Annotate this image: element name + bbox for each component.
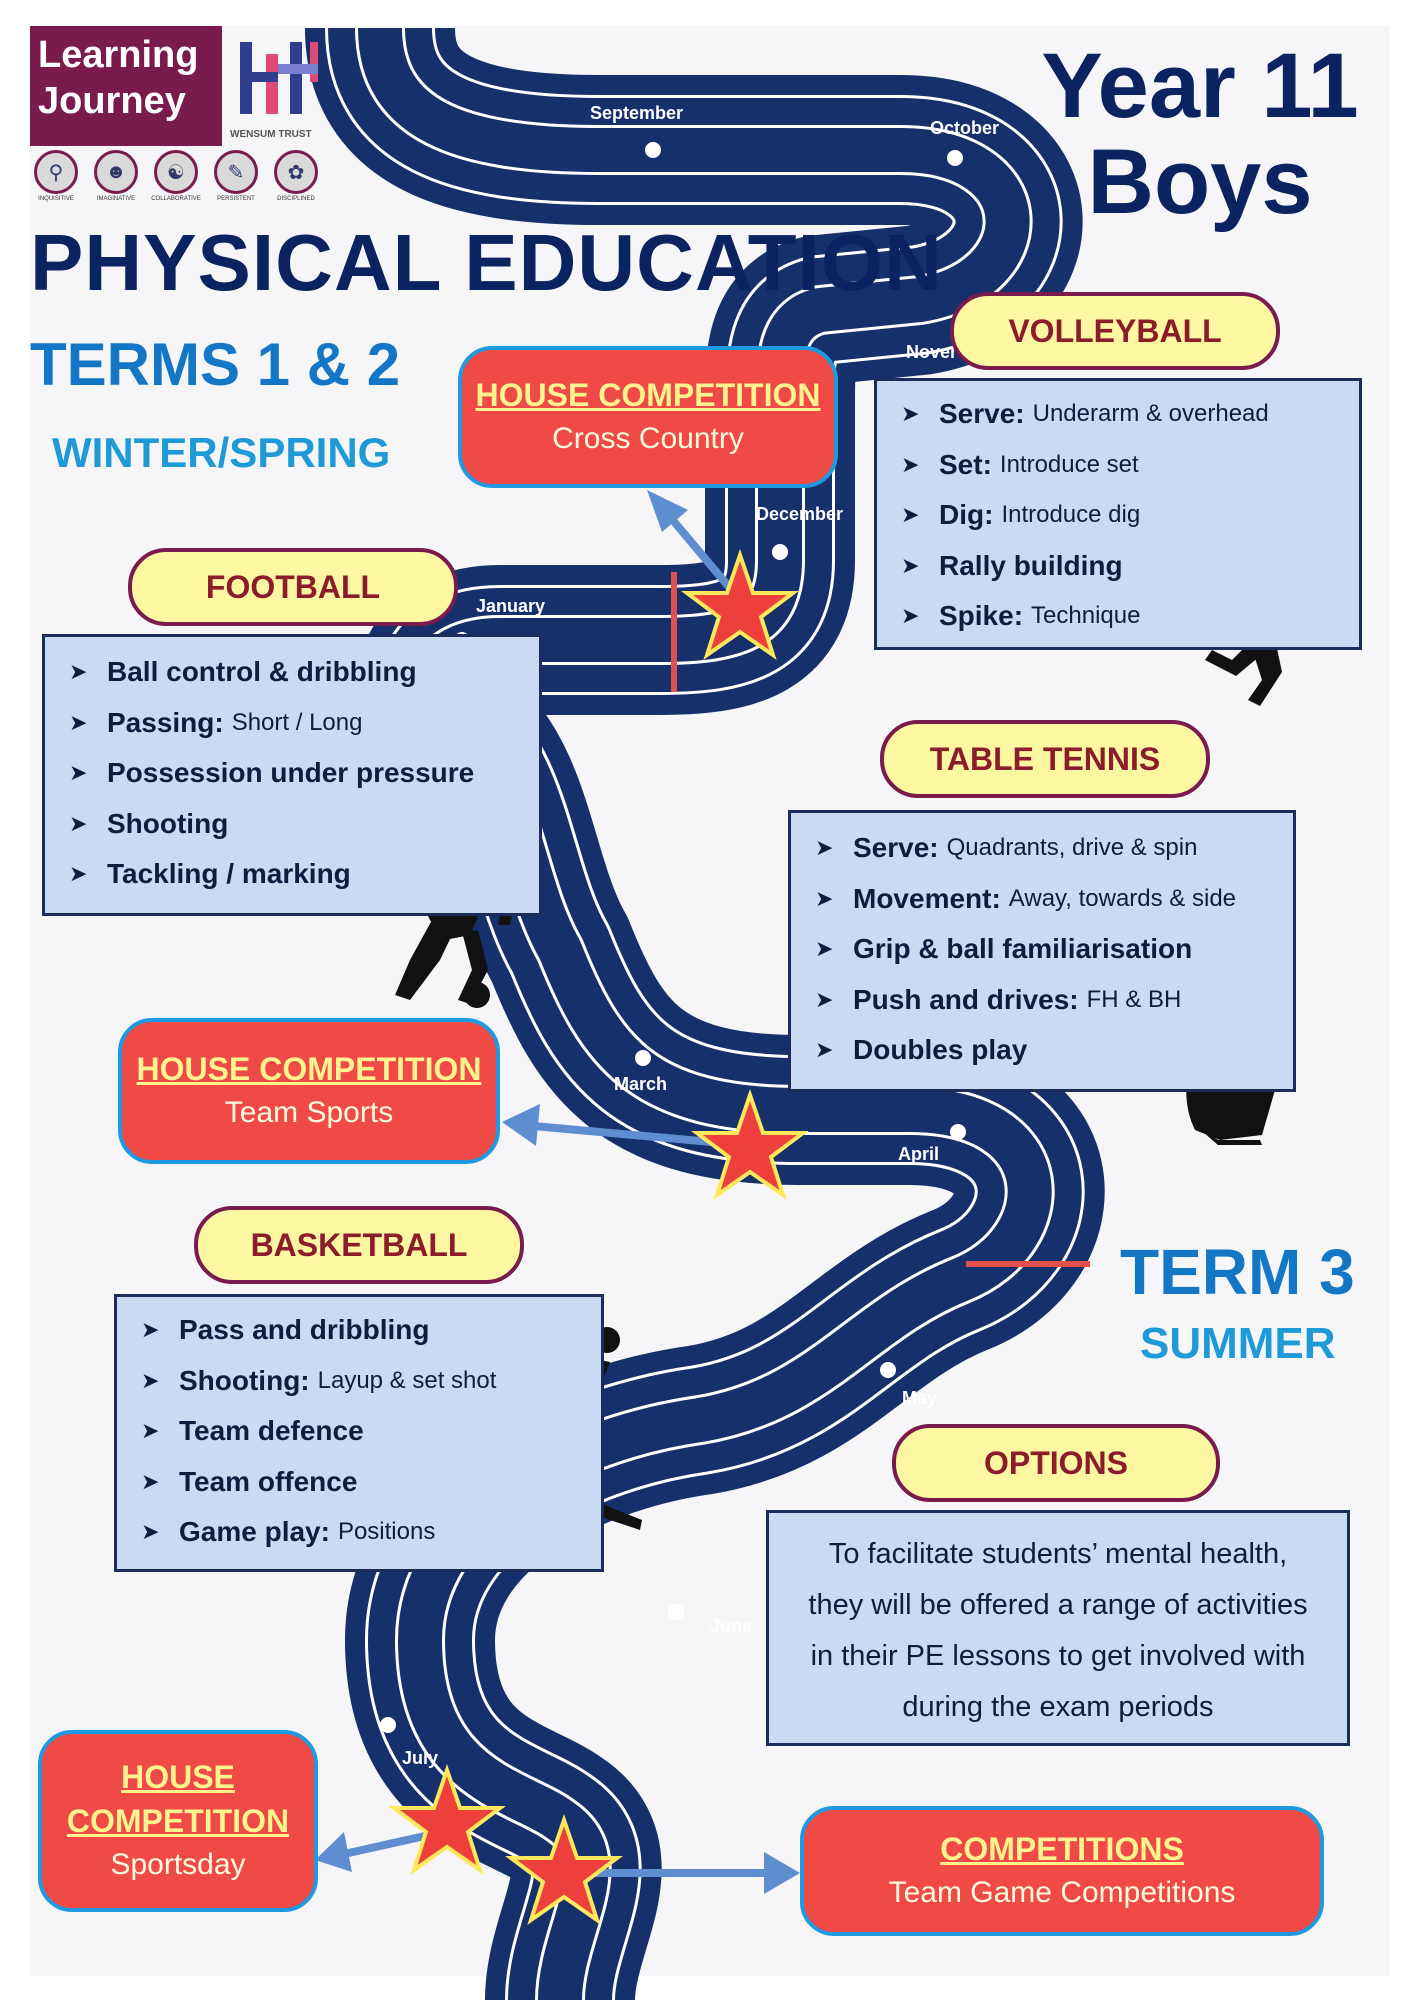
month-label: March bbox=[614, 1074, 666, 1094]
options-line: in their PE lessons to get involved with bbox=[810, 1640, 1306, 1672]
volleyball-heading: VOLLEYBALL bbox=[950, 292, 1280, 370]
house-competition-sportsday: HOUSE COMPETITION Sportsday bbox=[38, 1730, 318, 1912]
list-item: ➤Movement:Away, towards & side bbox=[815, 882, 1237, 914]
month-label: December bbox=[756, 504, 844, 524]
month-marker bbox=[645, 142, 661, 158]
head-icon: ☻ bbox=[94, 150, 138, 194]
month-label: September bbox=[590, 103, 684, 123]
list-item: ➤Serve:Underarm & overhead bbox=[901, 398, 1269, 430]
month-label: May bbox=[902, 1388, 938, 1408]
list-item: ➤Game play:Positions bbox=[141, 1516, 436, 1548]
month-marker bbox=[635, 1050, 651, 1066]
year-title: Year 11 Boys bbox=[1010, 38, 1390, 230]
year-label: Year 11 bbox=[1041, 35, 1359, 137]
value-label: DISCIPLINED bbox=[277, 196, 315, 202]
volleyball-box: ➤Serve:Underarm & overhead ➤Set:Introduc… bbox=[874, 378, 1362, 650]
list-item: ➤Serve:Quadrants, drive & spin bbox=[815, 832, 1198, 864]
list-item: ➤Shooting:Layup & set shot bbox=[141, 1364, 497, 1396]
value-label: PERSISTENT bbox=[217, 196, 255, 202]
month-label: October bbox=[930, 118, 1000, 138]
value-label: IMAGINATIVE bbox=[96, 196, 136, 202]
value-label: INQUISITIVE bbox=[38, 196, 74, 202]
pencil-icon: ✎ bbox=[214, 150, 258, 194]
list-item: ➤Grip & ball familiarisation bbox=[815, 933, 1193, 965]
group-label: Boys bbox=[1087, 131, 1313, 233]
house-competition-team-sports: HOUSE COMPETITION Team Sports bbox=[118, 1018, 500, 1164]
list-item: ➤Pass and dribbling bbox=[141, 1314, 430, 1346]
people-icon: ☯ bbox=[154, 150, 198, 194]
options-heading: OPTIONS bbox=[892, 1424, 1220, 1502]
star-icon bbox=[681, 548, 799, 661]
star-icon bbox=[505, 1813, 623, 1926]
value-label: COLLABORATIVE bbox=[151, 196, 201, 202]
season-label: WINTER/SPRING bbox=[52, 429, 391, 476]
list-item: ➤Spike:Technique bbox=[901, 600, 1141, 632]
month-marker bbox=[668, 1604, 684, 1620]
subject-title: PHYSICAL EDUCATION bbox=[30, 218, 943, 307]
list-item: ➤Team offence bbox=[141, 1465, 358, 1497]
list-item: ➤Possession under pressure bbox=[69, 757, 475, 789]
logo-line-2: Journey bbox=[38, 80, 186, 122]
options-line: during the exam periods bbox=[902, 1691, 1214, 1723]
football-box: ➤Ball control & dribbling ➤Passing:Short… bbox=[42, 634, 542, 916]
options-box: To facilitate students’ mental health, t… bbox=[766, 1510, 1350, 1746]
trust-logo: WENSUM TRUST bbox=[230, 34, 326, 142]
stars bbox=[388, 548, 809, 1926]
house-competition-cross-country: HOUSE COMPETITION Cross Country bbox=[458, 346, 838, 488]
table-tennis-heading: TABLE TENNIS bbox=[880, 720, 1210, 798]
basketball-box: ➤Pass and dribbling ➤Shooting:Layup & se… bbox=[114, 1294, 604, 1572]
month-label: April bbox=[898, 1144, 940, 1164]
star-icon bbox=[388, 1763, 506, 1876]
month-label: June bbox=[710, 1616, 753, 1636]
options-line: To facilitate students’ mental health, bbox=[828, 1538, 1288, 1570]
list-item: ➤Rally building bbox=[901, 549, 1123, 581]
brain-icon: ✿ bbox=[274, 150, 318, 194]
month-marker bbox=[950, 1124, 966, 1140]
trust-name: WENSUM TRUST bbox=[230, 129, 312, 140]
options-line: they will be offered a range of activiti… bbox=[808, 1589, 1308, 1621]
magnifier-icon: ⚲ bbox=[34, 150, 78, 194]
logo-line-1: Learning bbox=[38, 34, 199, 76]
month-marker bbox=[880, 1362, 896, 1378]
month-marker bbox=[772, 544, 788, 560]
competitions-team-games: COMPETITIONS Team Game Competitions bbox=[800, 1806, 1324, 1936]
star-icon bbox=[691, 1088, 809, 1201]
football-heading: FOOTBALL bbox=[128, 548, 458, 626]
learning-journey-logo: Learning Journey bbox=[30, 26, 222, 146]
month-label: January bbox=[476, 596, 546, 616]
term3-title: TERM 3 bbox=[1120, 1236, 1355, 1308]
month-label: July bbox=[402, 1748, 439, 1768]
trust-mark-icon bbox=[240, 42, 318, 114]
month-label: November bbox=[906, 342, 954, 362]
list-item: ➤Ball control & dribbling bbox=[69, 656, 417, 688]
term3-season: SUMMER bbox=[1140, 1319, 1336, 1368]
month-marker bbox=[947, 150, 963, 166]
basketball-heading: BASKETBALL bbox=[194, 1206, 524, 1284]
list-item: ➤Tackling / marking bbox=[69, 858, 351, 890]
list-item: ➤Set:Introduce set bbox=[901, 448, 1139, 480]
list-item: ➤Team defence bbox=[141, 1415, 364, 1447]
values-row: ⚲ ☻ ☯ ✎ ✿ INQUISITIVE IMAGINATIVE COLLAB… bbox=[30, 150, 330, 210]
list-item: ➤Dig:Introduce dig bbox=[901, 499, 1141, 531]
list-item: ➤Passing:Short / Long bbox=[69, 706, 363, 738]
terms-label: TERMS 1 & 2 bbox=[30, 331, 401, 398]
list-item: ➤Push and drives:FH & BH bbox=[815, 983, 1182, 1015]
list-item: ➤Doubles play bbox=[815, 1034, 1028, 1066]
table-tennis-box: ➤Serve:Quadrants, drive & spin ➤Movement… bbox=[788, 810, 1296, 1092]
month-marker bbox=[380, 1717, 396, 1733]
list-item: ➤Shooting bbox=[69, 807, 229, 839]
